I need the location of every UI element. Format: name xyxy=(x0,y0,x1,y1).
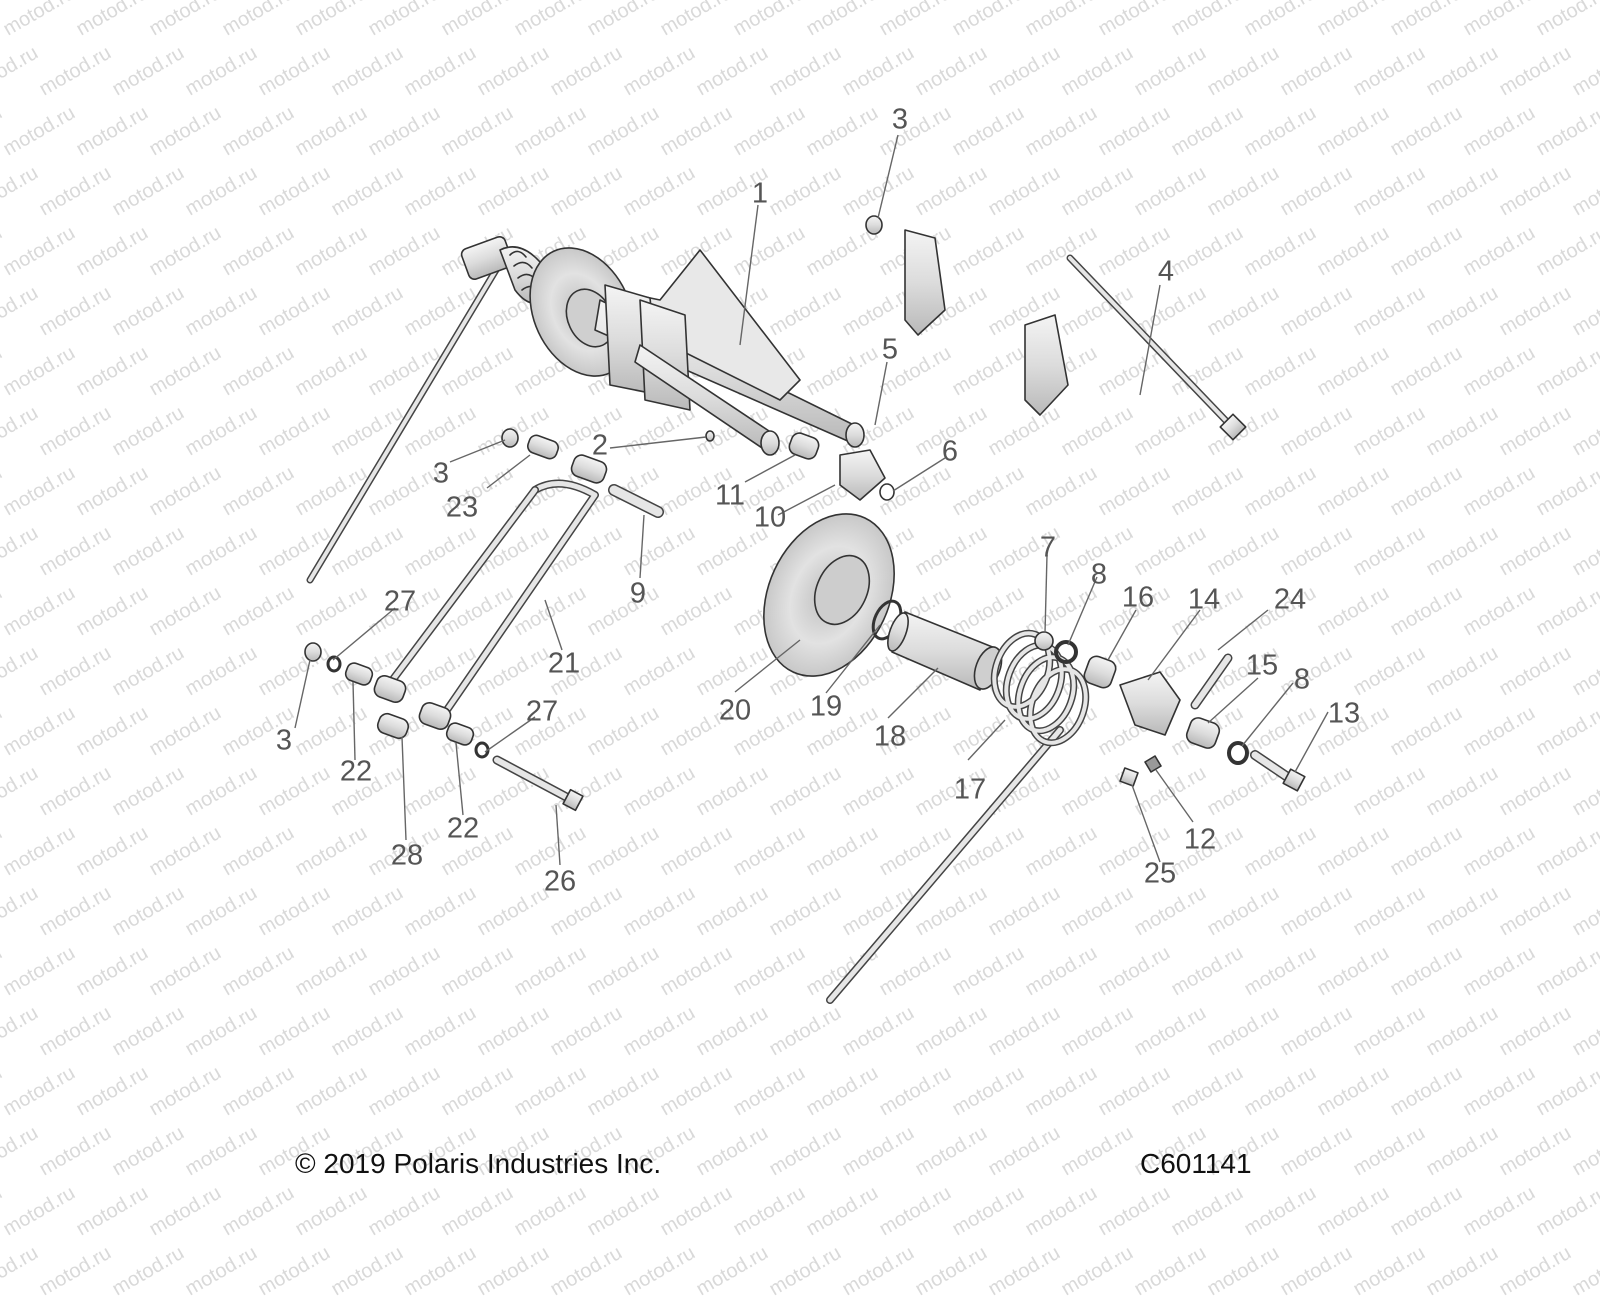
callout-8: 8 xyxy=(1293,663,1311,696)
part-16-bushing xyxy=(1083,655,1117,689)
callout-28: 28 xyxy=(390,839,424,872)
callout-26: 26 xyxy=(543,865,577,898)
callout-23: 23 xyxy=(445,491,479,524)
callout-5: 5 xyxy=(881,333,899,366)
callout-15: 15 xyxy=(1245,649,1279,682)
callout-4: 4 xyxy=(1157,255,1175,288)
watermark-text: motod.ru xyxy=(1130,1241,1210,1301)
part-9-pin xyxy=(608,484,664,518)
copyright-text: © 2019 Polaris Industries Inc. xyxy=(295,1148,662,1179)
watermark-text: motod.ru xyxy=(327,1241,407,1301)
callout-14: 14 xyxy=(1187,583,1221,616)
watermark-text: motod.ru xyxy=(35,1241,115,1301)
callout-24: 24 xyxy=(1273,583,1307,616)
callout-10: 10 xyxy=(753,501,787,534)
part-7-nut xyxy=(1034,631,1054,651)
part-3-nut-top xyxy=(865,215,883,235)
watermark-text: motod.ru xyxy=(108,1241,188,1301)
watermark-text: motod.ru xyxy=(1276,1241,1356,1301)
watermark-text: motod.ru xyxy=(1349,1241,1429,1301)
part-8-washer xyxy=(1054,640,1078,664)
part-22-bushing xyxy=(344,662,374,686)
callout-20: 20 xyxy=(718,694,752,727)
callout-21: 21 xyxy=(547,647,581,680)
watermark-text: motod.ru xyxy=(1422,1241,1502,1301)
part-27-washer xyxy=(326,655,342,673)
part-14-adjuster-cam xyxy=(1119,671,1181,736)
watermark-text: motod.ru xyxy=(1568,1241,1600,1301)
callout-16: 16 xyxy=(1121,581,1155,614)
part-26-bolt xyxy=(492,755,584,812)
callout-11: 11 xyxy=(714,479,746,512)
part-18-sleeve xyxy=(887,611,1003,691)
callout-1: 1 xyxy=(751,177,769,210)
part-28-bushing xyxy=(376,712,410,740)
callout-3: 3 xyxy=(432,457,450,490)
watermark-text: motod.ru xyxy=(1495,1241,1575,1301)
part-23-bushing xyxy=(526,434,560,460)
watermark-text: motod.ru xyxy=(692,1241,772,1301)
part-15-bushing xyxy=(1185,717,1221,749)
part-3-nut-left xyxy=(501,428,519,448)
callout-27: 27 xyxy=(525,695,559,728)
callout-9: 9 xyxy=(629,577,647,610)
part-8-washer-2 xyxy=(1227,741,1249,765)
watermark-text: motod.ru xyxy=(254,1241,334,1301)
callout-18: 18 xyxy=(873,720,907,753)
part-24-bolt xyxy=(1190,653,1233,710)
part-21-end-bushing xyxy=(373,674,407,704)
watermark-text: motod.ru xyxy=(619,1241,699,1301)
callout-8: 8 xyxy=(1090,558,1108,591)
part-4-long-bolt xyxy=(1066,254,1247,441)
part-23-bushing-2 xyxy=(570,454,608,484)
callout-22: 22 xyxy=(339,755,373,788)
callout-6: 6 xyxy=(941,435,959,468)
watermark-text: motod.ru xyxy=(546,1241,626,1301)
watermark-text: motod.ru xyxy=(1057,1241,1137,1301)
watermark-text: motod.ru xyxy=(838,1241,918,1301)
part-22-bushing-2 xyxy=(445,722,475,746)
part-1-shock-assembly xyxy=(306,235,865,584)
watermark-text: motod.ru xyxy=(473,1241,553,1301)
part-13-bolt xyxy=(1250,750,1306,792)
watermark-text: motod.ru xyxy=(984,1241,1064,1301)
callout-22: 22 xyxy=(446,812,480,845)
callout-12: 12 xyxy=(1183,823,1217,856)
part-20-wheel-hub xyxy=(813,554,871,626)
callout-7: 7 xyxy=(1039,531,1057,564)
watermark-text: motod.ru xyxy=(400,1241,480,1301)
leader-lines xyxy=(294,134,1329,866)
watermark-text: motod.ru xyxy=(181,1241,261,1301)
watermark-text: motod.ru xyxy=(765,1241,845,1301)
part-21-u-link xyxy=(381,479,599,724)
part-10-cam xyxy=(839,449,886,501)
mount-bracket-left xyxy=(904,229,946,336)
callout-3: 3 xyxy=(275,724,293,757)
callout-17: 17 xyxy=(953,773,987,806)
watermark-text: motod.ru xyxy=(0,1241,42,1301)
mount-bracket-right xyxy=(1024,314,1069,416)
figure-code: C601141 xyxy=(1140,1148,1252,1179)
callout-2: 2 xyxy=(591,429,609,462)
part-2-grease-fitting xyxy=(705,430,715,442)
callout-19: 19 xyxy=(809,690,843,723)
callout-3: 3 xyxy=(891,103,909,136)
watermark-text: motod.ru xyxy=(911,1241,991,1301)
part-12-spring-pin xyxy=(1144,755,1162,773)
watermark-text: motod.ru xyxy=(1203,1241,1283,1301)
parts-drawing xyxy=(294,134,1329,1004)
part-6-o-ring xyxy=(879,483,895,501)
part-21-end-bushing-2 xyxy=(418,701,452,731)
part-3-nut-lower xyxy=(304,642,322,662)
callout-27: 27 xyxy=(383,585,417,618)
part-11-bushing xyxy=(788,432,820,460)
callout-25: 25 xyxy=(1143,857,1177,890)
part-27-washer-2 xyxy=(474,741,490,759)
part-25-set-screw xyxy=(1119,767,1139,787)
callout-13: 13 xyxy=(1327,697,1361,730)
